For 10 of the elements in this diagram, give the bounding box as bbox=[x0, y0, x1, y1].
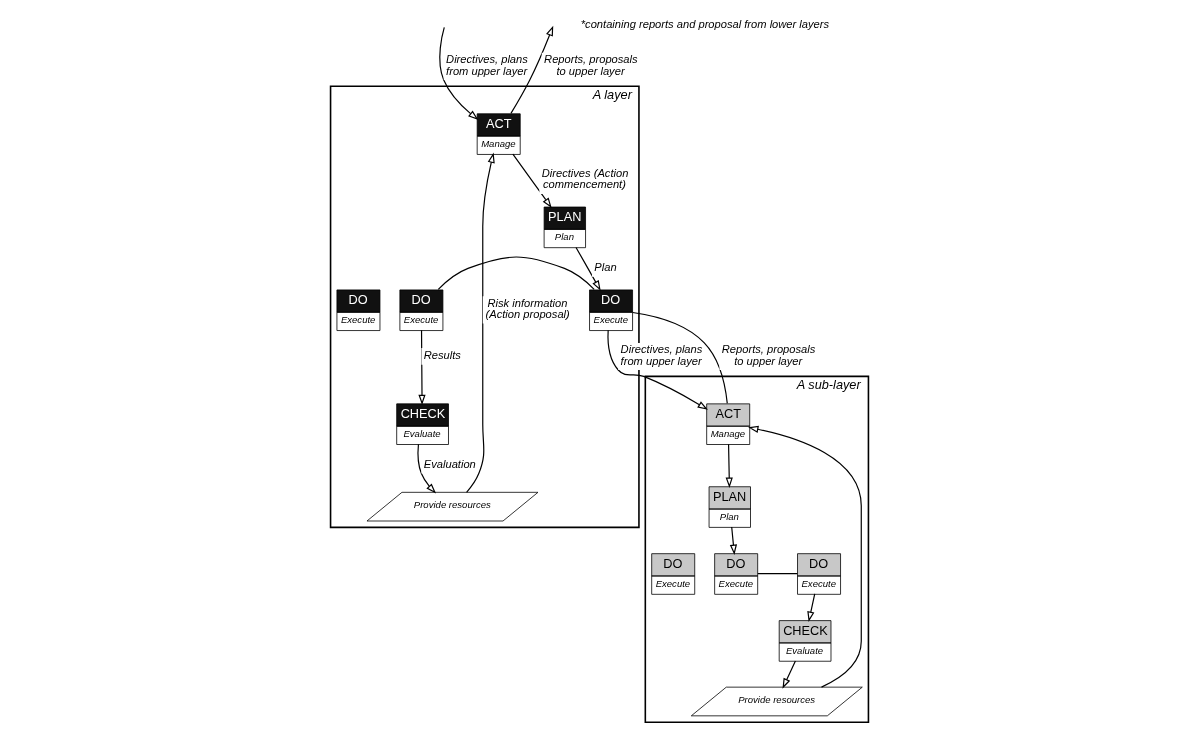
edge-label: Results bbox=[423, 349, 461, 361]
edge-label: Reports, proposals to upper layer bbox=[543, 53, 638, 77]
edge-label: Directives, plans from upper layer bbox=[620, 343, 702, 367]
edge-label: Evaluation bbox=[423, 457, 476, 470]
edge-label: Reports, proposals to upper layer bbox=[721, 343, 815, 367]
label: *containing reports and proposal from lower layers bbox=[580, 17, 829, 30]
edge-label: Risk information (Action proposal) bbox=[485, 296, 570, 320]
edge-label: Directives, plans from upper layer bbox=[445, 53, 528, 77]
edge-label: Plan bbox=[593, 260, 617, 273]
edge-label: Directives (Action commencement) bbox=[541, 167, 628, 191]
